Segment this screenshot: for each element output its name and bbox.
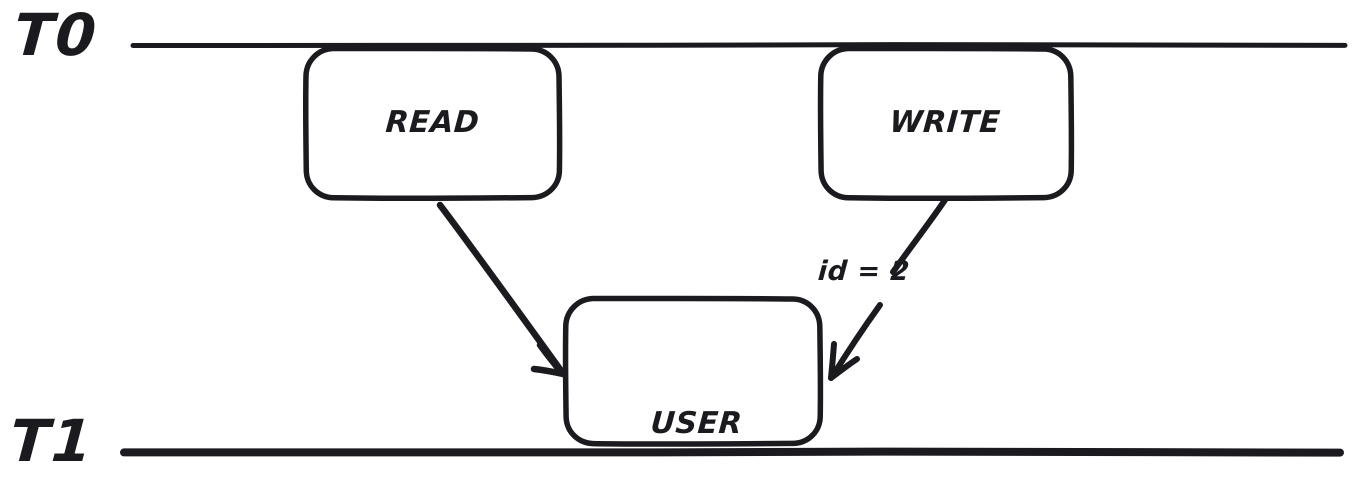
node-write-label: WRITE xyxy=(888,105,1002,140)
node-read-label: READ xyxy=(384,105,481,140)
timeline-t0 xyxy=(130,42,1348,48)
timeline-t1 xyxy=(120,447,1344,457)
timeline-label-t1: T1 xyxy=(7,407,97,475)
edge-write-to-user xyxy=(828,197,948,381)
edge-write-to-user-label: id = 2 xyxy=(816,256,911,287)
node-read-box[interactable] xyxy=(302,45,563,201)
timeline-label-t0: T0 xyxy=(11,1,101,69)
node-user-title: USER xyxy=(649,406,744,441)
node-user-label-group: USER id = 1 xyxy=(555,330,831,503)
edge-read-to-user xyxy=(436,201,567,378)
node-write-box[interactable] xyxy=(817,45,1075,201)
